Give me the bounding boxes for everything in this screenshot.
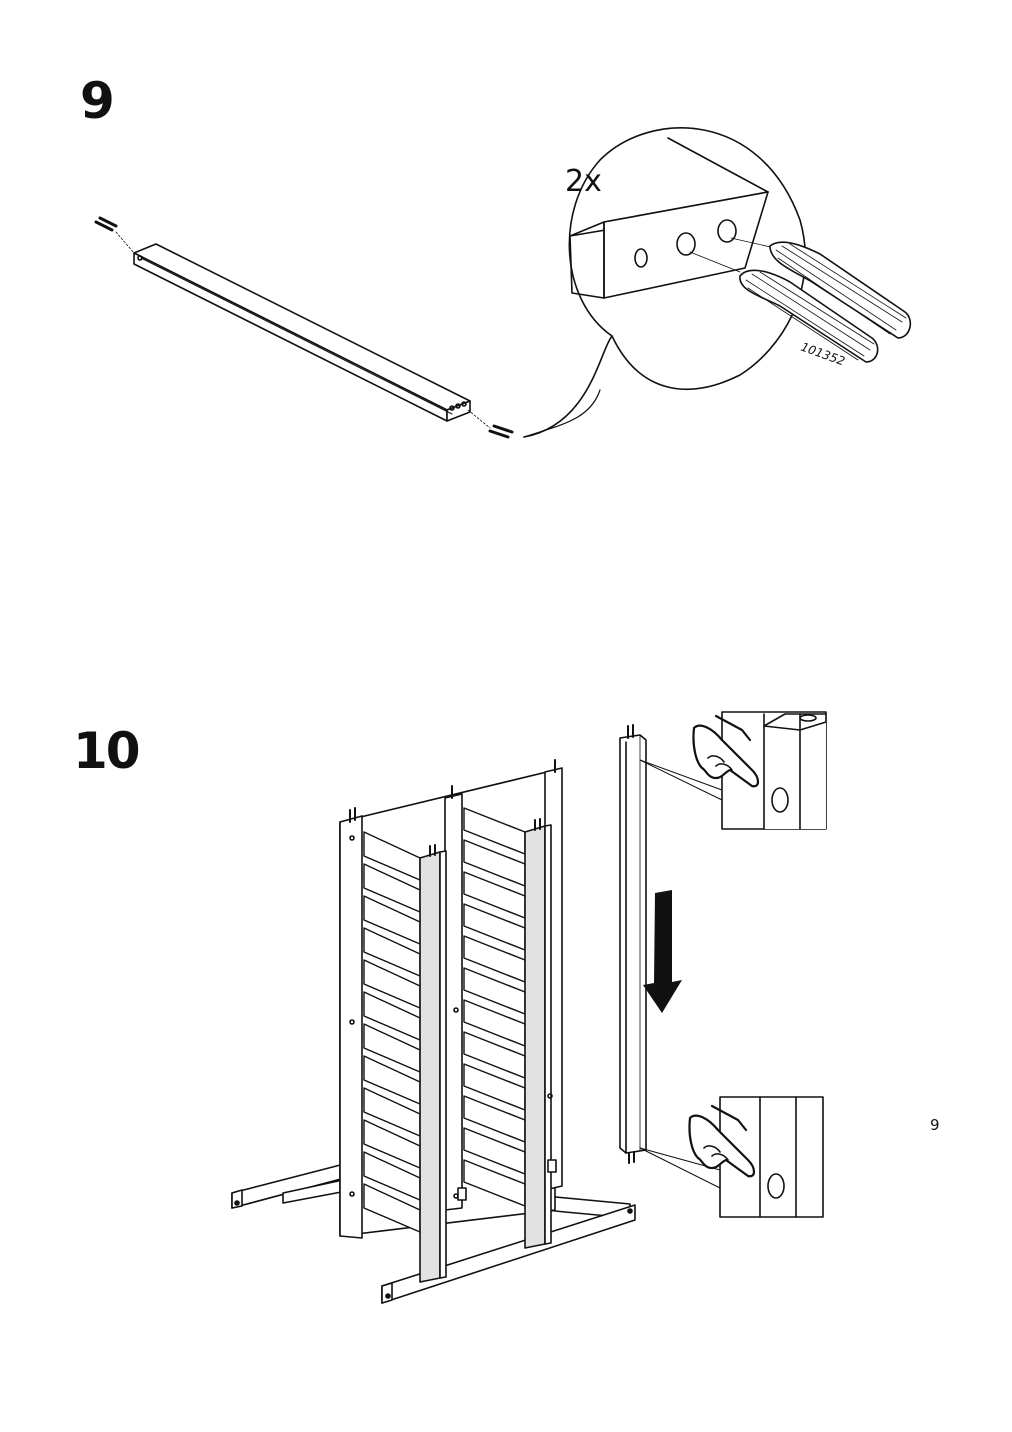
quantity-label: 2x bbox=[565, 164, 602, 199]
bed-frame bbox=[231, 759, 636, 1304]
step-10-number: 10 bbox=[73, 722, 141, 780]
slats-left bbox=[363, 831, 421, 1233]
detail-box-top bbox=[692, 711, 827, 830]
step-9-number: 9 bbox=[80, 72, 115, 130]
rail-part bbox=[94, 216, 514, 439]
side-post bbox=[619, 724, 723, 1189]
dowel-icon bbox=[467, 409, 514, 439]
detail-box-bottom bbox=[688, 1096, 824, 1218]
dowel-icon bbox=[94, 216, 135, 254]
pointing-hand-icon bbox=[688, 1104, 756, 1178]
dowel-icon bbox=[769, 241, 912, 339]
pointing-hand-icon bbox=[692, 714, 760, 788]
detail-callout bbox=[523, 127, 912, 438]
page-number: 9 bbox=[930, 1116, 940, 1134]
down-arrow-icon bbox=[643, 890, 682, 1013]
dowel-icon bbox=[739, 269, 879, 363]
